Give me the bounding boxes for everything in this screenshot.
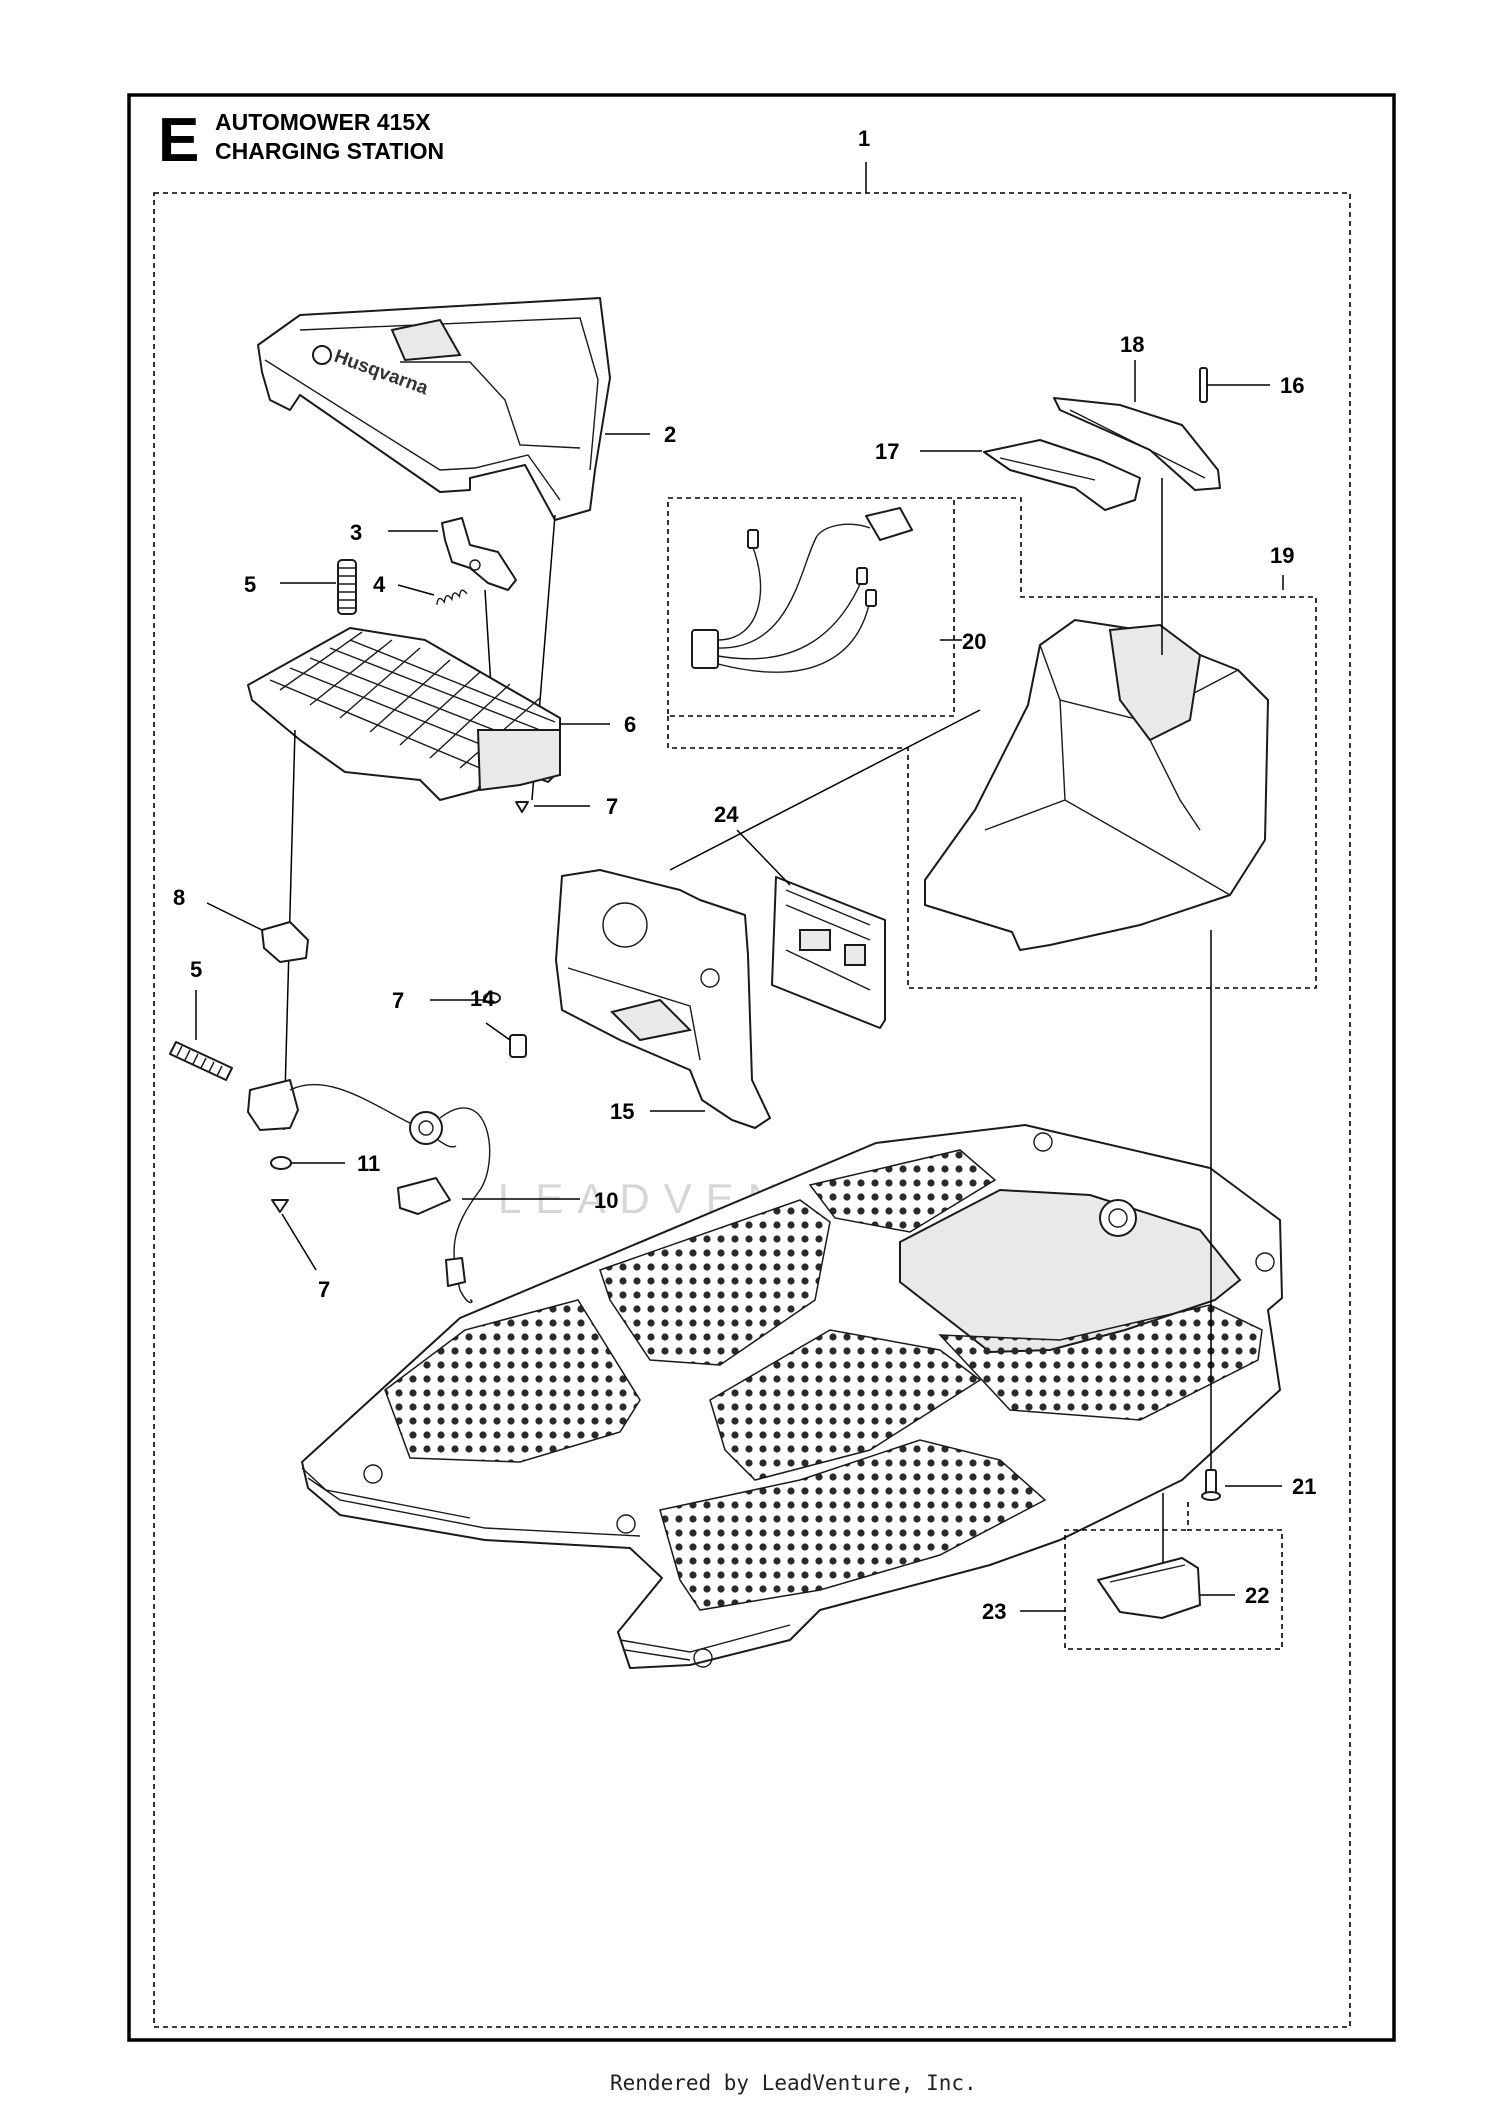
callout-7b[interactable]: 7 (392, 988, 404, 1013)
callout-14[interactable]: 14 (470, 986, 495, 1011)
callout-24[interactable]: 24 (714, 802, 739, 827)
base-plate[interactable] (301, 1124, 1283, 1669)
part-4-small-spring[interactable] (435, 589, 468, 605)
callout-11[interactable]: 11 (357, 1151, 380, 1176)
callout-8[interactable]: 8 (173, 885, 185, 910)
part-22-cover-plate[interactable] (1097, 1557, 1201, 1619)
callout-17[interactable]: 17 (875, 439, 899, 464)
callout-21[interactable]: 21 (1292, 1474, 1316, 1499)
callout-22[interactable]: 22 (1245, 1583, 1269, 1608)
part-5-spring-lower[interactable] (169, 1041, 233, 1081)
part-21-screw[interactable] (1201, 1469, 1221, 1501)
dotted-zone-front (659, 1439, 1047, 1611)
callout-18[interactable]: 18 (1120, 332, 1144, 357)
callout-16[interactable]: 16 (1280, 373, 1304, 398)
dotted-zone-top (808, 1149, 997, 1233)
part-23-group-box (1064, 1502, 1283, 1650)
callout-3[interactable]: 3 (350, 520, 362, 545)
leader-24 (736, 829, 791, 886)
leader-8 (206, 902, 263, 931)
callout-6[interactable]: 6 (624, 712, 636, 737)
callout-7c[interactable]: 7 (318, 1277, 330, 1302)
leader-19-to-15 (669, 709, 981, 871)
section-letter: E (158, 106, 199, 175)
husqvarna-crown-icon (312, 345, 332, 365)
part-20-cable-harness[interactable] (691, 507, 913, 673)
part-8-clip[interactable] (261, 921, 309, 963)
part-17-contact-plate[interactable] (983, 439, 1141, 511)
callout-20[interactable]: 20 (962, 629, 986, 654)
dotted-zone-right (938, 1304, 1263, 1421)
dotted-zone-center (709, 1329, 982, 1481)
callout-15[interactable]: 15 (610, 1099, 634, 1124)
part-11-washer[interactable] (270, 1156, 292, 1170)
callout-19[interactable]: 19 (1270, 543, 1294, 568)
part-14-bushing[interactable] (509, 1034, 527, 1058)
callout-23[interactable]: 23 (982, 1599, 1006, 1624)
part-16-pin[interactable] (1199, 367, 1208, 403)
diagram-frame (127, 93, 1396, 2042)
part-7-screw-lower-left[interactable] (271, 1199, 289, 1213)
callout-7a[interactable]: 7 (606, 794, 618, 819)
part-2-top-cover[interactable]: Husqvarna (257, 297, 611, 521)
assembly-boundary (153, 192, 1351, 2028)
footer-credit: Rendered by LeadVenture, Inc. (610, 2071, 977, 2095)
part-19-lower-housing[interactable] (924, 619, 1269, 951)
part-5-spring-top[interactable] (337, 559, 357, 615)
part-7-screw-middle[interactable] (483, 992, 501, 1004)
title-line-2: CHARGING STATION (215, 138, 444, 164)
part-7-screw-upper[interactable] (515, 801, 529, 813)
part-3-latch[interactable] (441, 517, 517, 591)
callout-10[interactable]: 10 (594, 1188, 618, 1213)
title-line-1: AUTOMOWER 415X (215, 109, 431, 135)
dotted-zone-upper-mid (599, 1199, 831, 1366)
part-6-grid-frame[interactable] (247, 627, 561, 801)
part-18-contact-plate-upper[interactable] (1053, 397, 1221, 491)
callout-4[interactable]: 4 (373, 572, 386, 597)
part-10-sensor-cable[interactable] (247, 1079, 491, 1304)
part-24-pcb[interactable] (771, 876, 886, 1029)
part-15-inner-housing[interactable] (555, 869, 771, 1129)
dotted-zone-left (384, 1299, 641, 1463)
callout-2[interactable]: 2 (664, 422, 676, 447)
part-19-group-box (667, 497, 1317, 989)
leader-14 (485, 1022, 511, 1041)
leader-7c (281, 1213, 317, 1271)
callout-5b[interactable]: 5 (190, 957, 202, 982)
callout-5a[interactable]: 5 (244, 572, 256, 597)
callout-1[interactable]: 1 (858, 126, 870, 151)
leader-4 (397, 584, 435, 596)
